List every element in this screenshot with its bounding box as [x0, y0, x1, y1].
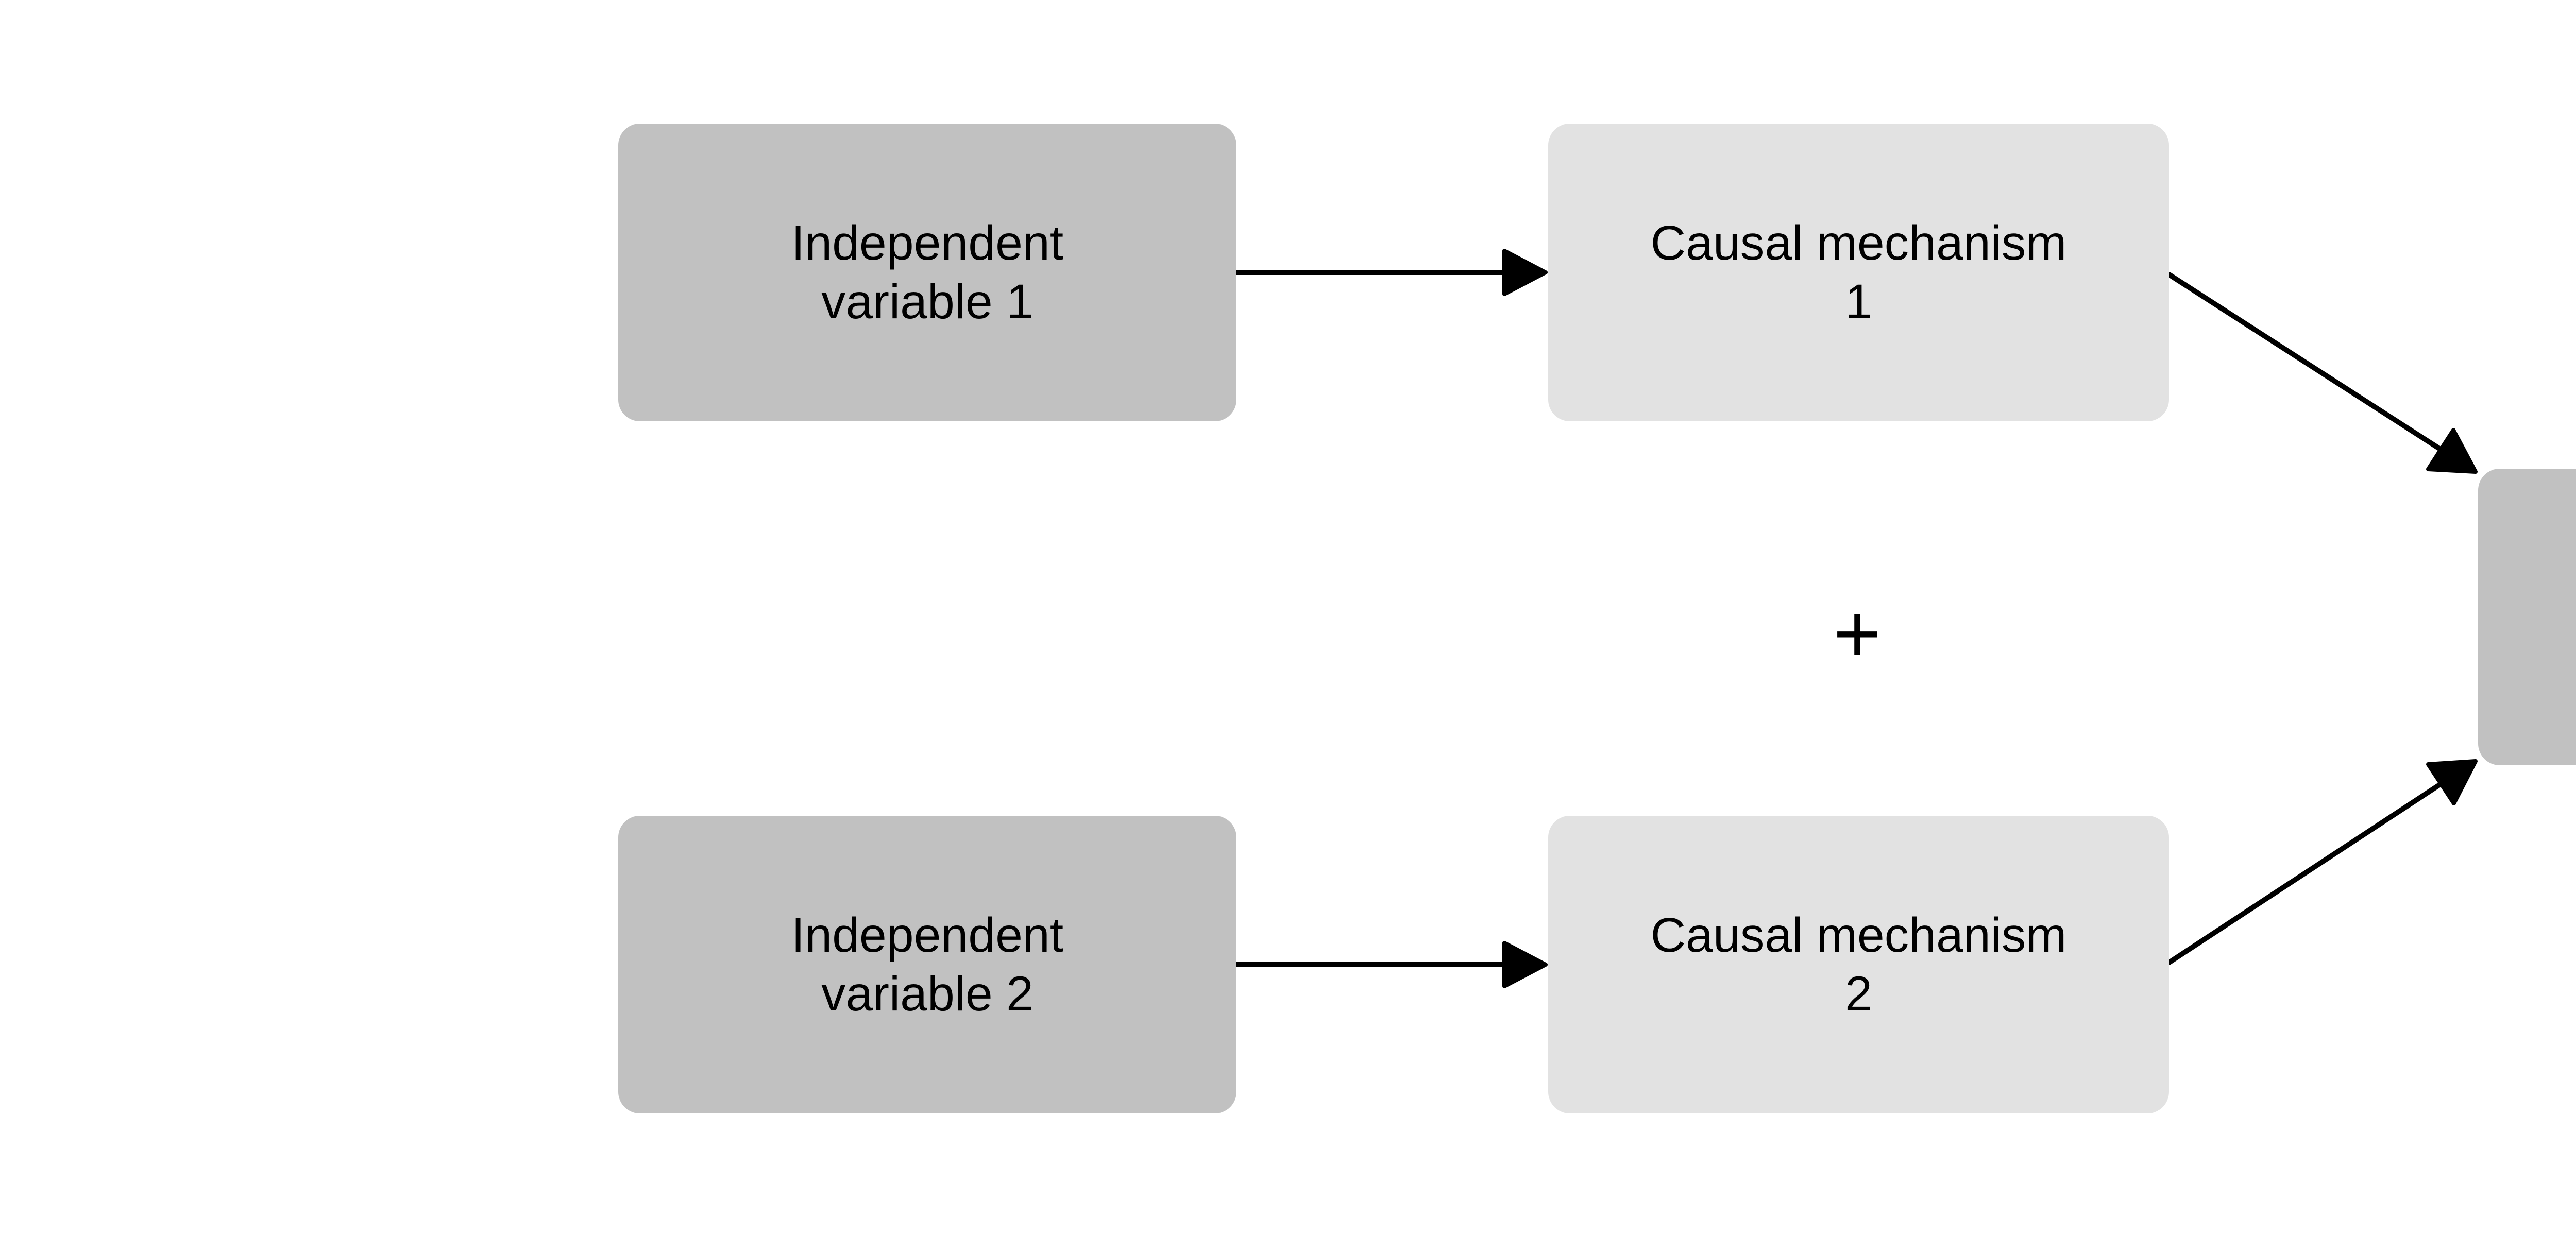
node-independent-variable-1: Independent variable 1 [618, 124, 1236, 421]
arrowhead-icon [2426, 428, 2478, 474]
edge-cm1-dv-line [2166, 272, 2444, 452]
edge-cm2-dv-line [2166, 781, 2444, 965]
node-causal-mechanism-2-label: Causal mechanism 2 [1650, 908, 2067, 1021]
edge-cm2-dv [2166, 759, 2478, 965]
node-independent-variable-1-label: Independent variable 1 [791, 216, 1064, 329]
node-causal-mechanism-1-label: Causal mechanism 1 [1650, 216, 2067, 329]
arrowhead-icon [2426, 759, 2478, 805]
arrowhead-icon [1502, 941, 1548, 988]
edge-iv1-cm1 [1234, 249, 1548, 296]
edge-iv2-cm2 [1234, 941, 1548, 988]
edge-cm1-dv [2166, 272, 2478, 474]
node-independent-variable-2-label: Independent variable 2 [791, 908, 1064, 1021]
node-causal-mechanism-2: Causal mechanism 2 [1548, 816, 2169, 1113]
node-dependent-variable: Dependent variable [2478, 469, 2576, 765]
node-causal-mechanism-1: Causal mechanism 1 [1548, 124, 2169, 421]
arrowhead-icon [1502, 249, 1548, 296]
node-independent-variable-2: Independent variable 2 [618, 816, 1236, 1113]
plus-operator: + [1833, 587, 1882, 679]
